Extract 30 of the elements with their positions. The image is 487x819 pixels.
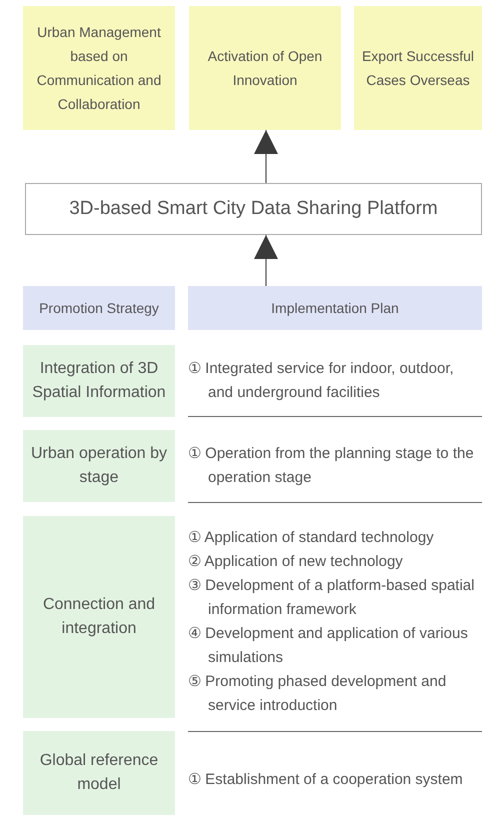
list-item: ① Application of standard technology	[188, 528, 435, 548]
platform-box	[25, 183, 482, 235]
node-text: Export Successful Cases Overseas	[360, 47, 476, 90]
node-text: Integration of 3D Spatial Information	[31, 359, 167, 403]
list-item: ④ Development and application of various simulations	[188, 624, 469, 668]
node-text: 3D-based Smart City Data Sharing Platform	[69, 198, 438, 220]
strategy-box	[23, 731, 175, 815]
node-text: Implementation Plan	[271, 300, 399, 316]
list-item: ③ Development of a platform-based spatial information framework	[188, 576, 476, 620]
list-item: ⑤ Promoting phased development and service introduction	[188, 672, 448, 716]
goal-box	[23, 6, 175, 130]
goal-box	[189, 6, 341, 130]
arrow	[254, 234, 278, 286]
header-cell	[188, 286, 482, 330]
strategy-box	[23, 430, 175, 502]
node-text: Urban Management based on Communication and Collaboration	[36, 23, 162, 114]
list-item: ① Establishment of a cooperation system	[188, 770, 464, 790]
list-item: ① Operation from the planning stage to the operation stage	[188, 444, 475, 488]
node-text: Urban operation by stage	[30, 444, 168, 488]
node-text: Promotion Strategy	[39, 300, 159, 316]
list-item: ① Integrated service for indoor, outdoor, and underground facilities	[188, 358, 455, 402]
arrow	[254, 130, 278, 184]
goal-box	[354, 6, 482, 130]
strategy-box	[23, 345, 175, 417]
strategy-box	[23, 516, 175, 718]
node-text: Connection and integration	[42, 595, 156, 639]
list-item: ② Application of new technology	[188, 552, 404, 572]
header-cell	[23, 286, 175, 330]
node-text: Global reference model	[38, 751, 160, 795]
node-text: Activation of Open Innovation	[206, 47, 324, 90]
